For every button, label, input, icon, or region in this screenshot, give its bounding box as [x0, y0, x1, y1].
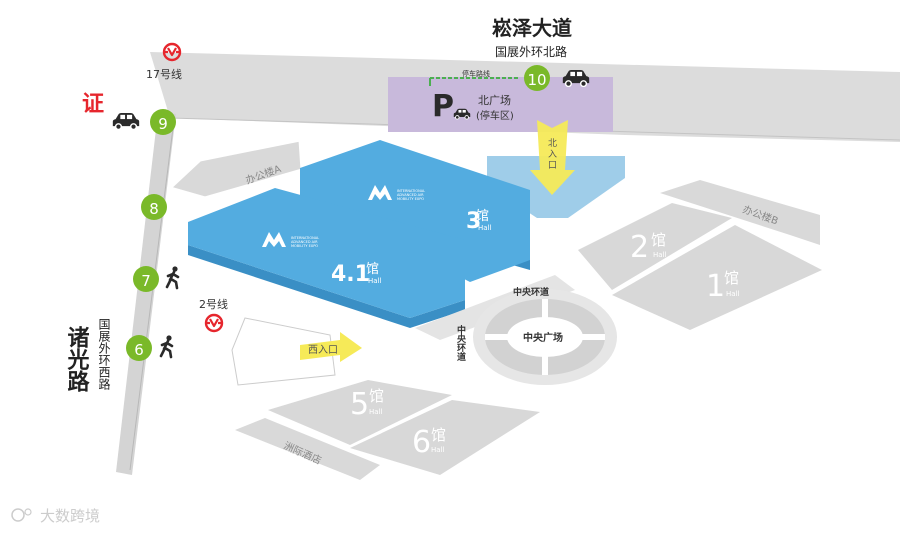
office-b-building — [660, 180, 820, 245]
hall-3-building — [300, 140, 530, 282]
hotel-building — [235, 418, 380, 480]
watermark: 大数跨境 — [11, 507, 100, 525]
west-entrance-label: 西入口 — [308, 345, 338, 356]
gate-10-number: 10 — [527, 71, 546, 89]
hall-4-1-building — [188, 188, 465, 318]
central-ring-label-h: 中央环道 — [513, 286, 549, 298]
cert-label: 证 — [82, 92, 104, 117]
metro-2-label: 2号线 — [199, 297, 228, 311]
hall-5-label: 5 馆 Hall — [350, 387, 384, 422]
north-parking-area — [388, 77, 613, 132]
gate-8[interactable]: 8 — [141, 194, 167, 220]
hall-4-1-badge-line2: ADVANCED AIR — [291, 240, 318, 244]
hall-3-en: Hall — [478, 224, 491, 232]
pedestrian-icon — [165, 266, 180, 290]
north-road-name: 崧泽大道 — [492, 16, 572, 40]
west-entrance-arrow — [300, 332, 362, 362]
central-ring-label-v: 中央环道 — [455, 324, 466, 362]
hall-6-en: Hall — [431, 446, 444, 454]
plaza-center — [507, 317, 583, 357]
hall-5-building — [268, 380, 452, 445]
gate-7-number: 7 — [141, 272, 151, 290]
hall-1-building — [612, 225, 822, 330]
parking-title: 北广场 — [478, 93, 511, 107]
north-entrance-label-2: 入 — [548, 149, 557, 160]
north-entrance-label-3: 口 — [548, 161, 557, 171]
hall-4-1-badge-line1: INTERNATIONAL — [291, 236, 319, 240]
hall-2-building — [578, 203, 732, 290]
hall-1-number: 1 — [706, 269, 725, 304]
hall-4-1-label: 4.1 馆 Hall — [331, 262, 381, 287]
hall-3-badge-line3: MOBILITY EXPO — [397, 197, 424, 201]
hall-3-badge: INTERNATIONAL ADVANCED AIR MOBILITY EXPO — [368, 185, 425, 201]
hall-4-1-badge-line3: MOBILITY EXPO — [291, 244, 318, 248]
north-road-sub: 国展外环北路 — [495, 44, 567, 59]
hall-3-label: 3 馆 Hall — [466, 209, 491, 234]
watermark-text: 大数跨境 — [40, 507, 100, 525]
gate-6-number: 6 — [134, 341, 144, 359]
hall-3-badge-line2: ADVANCED AIR — [397, 193, 424, 197]
office-a-building — [167, 138, 304, 200]
hall-1-char: 馆 — [724, 269, 739, 287]
hall-3-char: 馆 — [476, 209, 489, 224]
hall-4-1-char: 馆 — [366, 262, 379, 277]
hall-6-label: 6 馆 Hall — [412, 425, 446, 460]
west-entrance-zone — [231, 317, 336, 386]
hall-2-en: Hall — [653, 251, 666, 259]
hall-6-number: 6 — [412, 425, 431, 460]
hall-1-label: 1 馆 Hall — [706, 269, 739, 304]
plaza-label: 中央广场 — [523, 331, 563, 344]
hall-4-1-badge: INTERNATIONAL ADVANCED AIR MOBILITY EXPO — [262, 232, 319, 248]
hall-6-building — [350, 400, 540, 475]
car-icon — [112, 112, 140, 130]
hall-5-en: Hall — [369, 408, 382, 416]
hall-5-char: 馆 — [369, 387, 384, 405]
north-entrance-label-1: 北 — [548, 138, 557, 149]
metro-17-label: 17号线 — [146, 67, 182, 81]
hall-6-char: 馆 — [431, 426, 446, 444]
parking-subtitle: (停车区) — [476, 109, 514, 122]
gate-8-number: 8 — [149, 200, 159, 218]
parking-symbol: P — [432, 89, 454, 124]
west-road-name: 诸光路 — [64, 325, 91, 392]
north-entrance-arrow — [530, 120, 575, 195]
gate-9-number: 9 — [158, 115, 168, 133]
hall-1-en: Hall — [726, 290, 739, 298]
west-road-sub: 国展外环西路 — [97, 318, 111, 391]
pedestrian-icon — [159, 335, 174, 359]
hall-4-1-en: Hall — [368, 277, 381, 285]
gate-7[interactable]: 7 — [133, 266, 159, 292]
gate-10[interactable]: 10 — [524, 65, 550, 91]
hall-3-badge-line1: INTERNATIONAL — [397, 189, 425, 193]
west-road-edge — [129, 119, 175, 471]
gate-9[interactable]: 9 — [150, 109, 176, 135]
hall-2-char: 馆 — [651, 231, 666, 249]
hall-2-number: 2 — [630, 230, 649, 265]
hall-3-number: 3 — [466, 209, 481, 234]
hall-2-label: 2 馆 Hall — [630, 230, 666, 265]
west-road — [116, 112, 176, 475]
metro-2-icon — [204, 313, 224, 333]
gate-6[interactable]: 6 — [126, 335, 152, 361]
hall-4-1-number: 4.1 — [331, 262, 370, 287]
hall-5-number: 5 — [350, 387, 369, 422]
parking-route-label: 停车路线 — [462, 69, 490, 78]
